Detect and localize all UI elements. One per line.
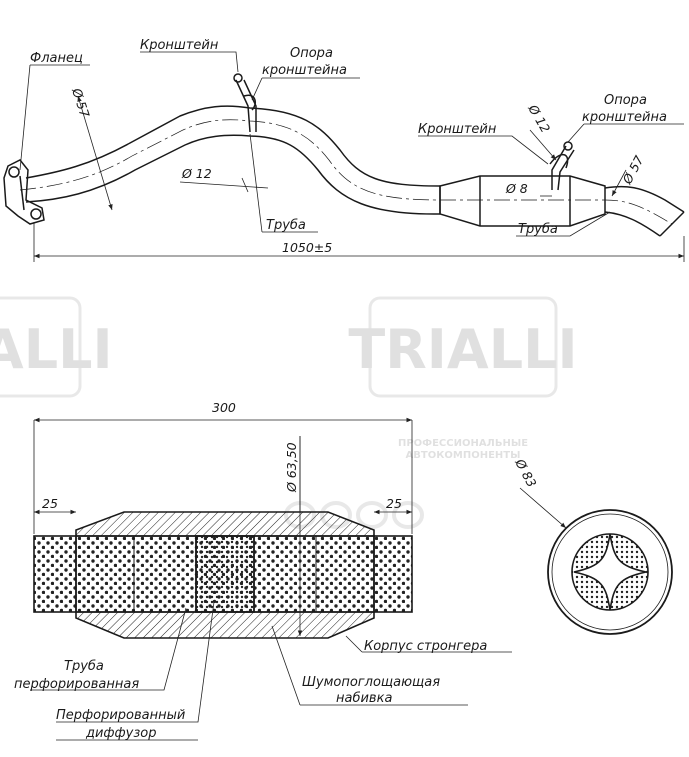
watermark-brand-left: TRIALLI [0, 318, 113, 381]
pipe-assembly [3, 73, 685, 237]
label-diffuser-2: диффузор [85, 726, 156, 741]
resonator-body [439, 175, 606, 227]
flange-plate [3, 159, 45, 225]
pipe-centerline [19, 119, 441, 201]
label-pipe-left: Труба [266, 218, 306, 233]
label-pipe-perforated-2: перфорированная [14, 677, 139, 692]
section-dimensions [30, 417, 512, 741]
label-support-left-1: Опора [290, 46, 333, 61]
top-dimensions [19, 51, 685, 262]
pipe-lower-edge [25, 134, 441, 215]
section-housing-top [75, 511, 375, 537]
section-right-pipe [373, 535, 413, 613]
label-support-left-2: кронштейна [262, 63, 347, 78]
dim-diam-bracket-rod: Ø 8 [505, 181, 528, 196]
dim-outer-diameter: Ø 83 [512, 455, 540, 489]
watermark-tagline-1: ПРОФЕССИОНАЛЬНЫЕ [398, 438, 528, 449]
cross-diffuser-star [573, 533, 647, 611]
label-support-right-2: кронштейна [582, 110, 667, 125]
label-bracket-left: Кронштейн [140, 38, 219, 53]
watermark-tagline-2: АВТОКОМПОНЕНТЫ [406, 450, 521, 461]
label-diffuser-1: Перфорированный [56, 708, 185, 723]
section-housing-bottom [75, 611, 375, 639]
flange-hole-bottom [30, 208, 42, 220]
dim-left-end: 25 [42, 496, 58, 511]
dim-body-diameter: Ø 63,50 [284, 442, 299, 493]
watermark-brand-center: TRIALLI [348, 318, 577, 381]
flange-hole-top [8, 166, 20, 178]
dim-section-length: 300 [212, 400, 236, 415]
dim-diam-bracket-left: Ø 12 [181, 166, 212, 181]
top-labels: Фланец Кронштейн Опора кронштейна Труба … [30, 38, 667, 255]
label-housing: Корпус стронгера [364, 639, 487, 654]
section-diffuser [195, 535, 255, 613]
dim-diam-bracket-right: Ø 12 [525, 101, 553, 135]
dim-diam-pipe-right: Ø 57 [619, 153, 647, 187]
label-bracket-right: Кронштейн [418, 122, 497, 137]
label-packing-2: набивка [336, 691, 392, 706]
label-packing-1: Шумопоглощающая [302, 675, 440, 690]
bracket-left-rod [235, 79, 257, 133]
cross-section [519, 487, 673, 635]
pipe-upper-edge [25, 105, 441, 187]
label-pipe-perforated-1: Труба [64, 659, 104, 674]
label-pipe-right: Труба [518, 222, 558, 237]
section-view [33, 511, 413, 639]
dim-overall-length: 1050±5 [282, 240, 332, 255]
dim-right-end: 25 [386, 496, 402, 511]
rear-pipe-upper [604, 185, 685, 213]
label-flange: Фланец [30, 51, 83, 66]
label-support-right-1: Опора [604, 93, 647, 108]
dim-diam-pipe-left: Ø 57 [69, 85, 93, 119]
watermark: TRIALLI TRIALLI ПРОФЕССИОНАЛЬНЫЕ АВТОКОМ… [0, 296, 578, 529]
rear-pipe-lower [604, 211, 661, 237]
section-left-pipe [33, 535, 77, 613]
